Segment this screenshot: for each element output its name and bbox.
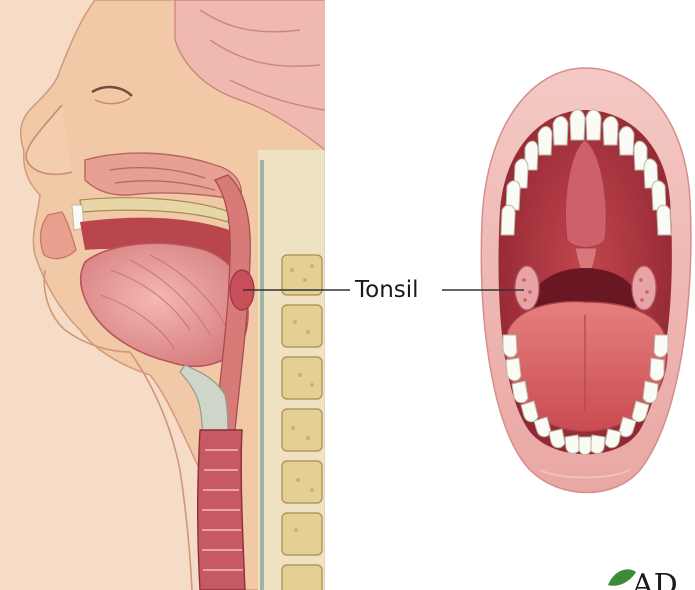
tonsil-right	[632, 266, 656, 310]
tonsil-left	[515, 266, 539, 310]
open-mouth-front-view	[481, 68, 691, 493]
head-cross-section	[0, 0, 328, 590]
logo-text: AD	[631, 568, 678, 590]
cervical-spine	[258, 150, 328, 590]
adam-logo: AD	[608, 568, 678, 590]
tonsil-label: Tonsil	[354, 277, 419, 303]
